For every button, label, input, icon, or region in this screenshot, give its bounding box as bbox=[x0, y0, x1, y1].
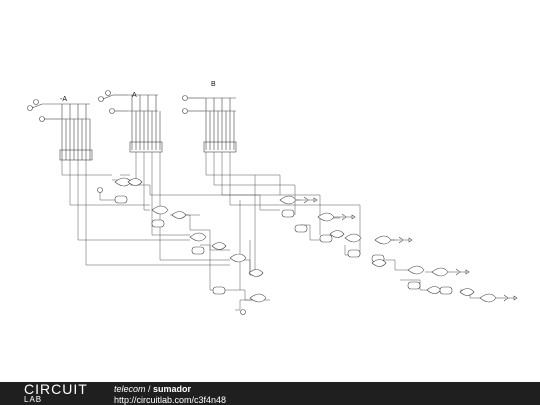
and-gate bbox=[191, 246, 205, 255]
and-gate bbox=[212, 286, 226, 295]
circuitlab-logo-sub: LAB bbox=[24, 395, 43, 404]
xor-gate bbox=[344, 233, 362, 243]
or-gate bbox=[127, 178, 143, 186]
circuit-name: sumador bbox=[153, 384, 192, 394]
carry-inputs bbox=[97, 187, 246, 315]
xor-gate bbox=[431, 267, 449, 277]
xor-gate bbox=[189, 232, 207, 242]
xor-gate bbox=[407, 265, 425, 275]
circuit-info: telecom / sumador bbox=[114, 384, 191, 394]
circuit-url[interactable]: http://circuitlab.com/c3f4n48 bbox=[114, 395, 227, 405]
separator: / bbox=[145, 384, 154, 394]
and-gate bbox=[294, 224, 308, 233]
or-gate bbox=[459, 288, 475, 296]
and-gate bbox=[151, 219, 165, 228]
schematic-canvas: -A A B bbox=[27, 81, 518, 315]
logic-gates bbox=[114, 177, 497, 303]
xor-gate bbox=[279, 195, 297, 205]
circuitlab-logo: CIRCUIT bbox=[24, 381, 88, 397]
xor-gate bbox=[479, 293, 497, 303]
xor-gate bbox=[374, 235, 392, 245]
label-neg-a: -A bbox=[60, 96, 67, 103]
schematic-svg: -A A B bbox=[27, 81, 518, 315]
or-gate bbox=[426, 286, 442, 294]
and-gate bbox=[439, 286, 453, 295]
or-gate bbox=[171, 211, 187, 219]
and-gate bbox=[281, 209, 295, 218]
input-switches bbox=[27, 90, 204, 122]
or-gate bbox=[248, 269, 264, 277]
xor-gate bbox=[229, 253, 247, 263]
and-gate bbox=[347, 249, 361, 258]
xor-gate bbox=[151, 205, 169, 215]
owner-name: telecom bbox=[114, 384, 146, 394]
xor-gate bbox=[249, 293, 267, 303]
output-leds bbox=[296, 196, 518, 302]
and-gate bbox=[114, 195, 128, 204]
and-gate bbox=[407, 281, 421, 290]
and-gate bbox=[319, 234, 333, 243]
input-buses bbox=[59, 94, 237, 161]
label-b: B bbox=[211, 81, 216, 88]
footer-bar: CIRCUIT LAB telecom / sumador http://cir… bbox=[0, 382, 540, 405]
or-gate bbox=[329, 230, 345, 238]
xor-gate bbox=[317, 212, 335, 222]
label-a: A bbox=[132, 92, 137, 99]
or-gate bbox=[371, 259, 387, 267]
or-gate bbox=[211, 242, 227, 250]
